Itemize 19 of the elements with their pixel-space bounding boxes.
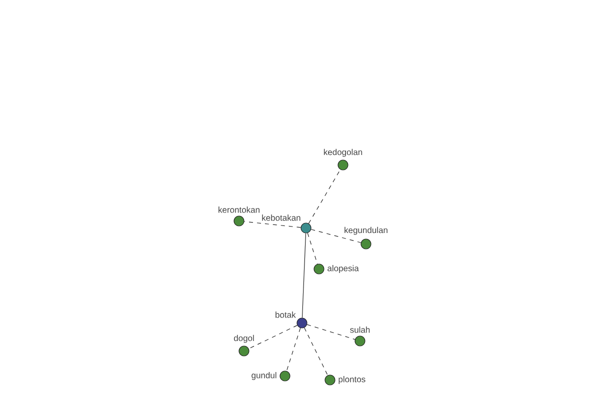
node-label: kegundulan — [344, 226, 388, 235]
connector-line — [307, 232, 318, 264]
connector-line — [310, 229, 362, 243]
node-label: kebotakan — [262, 214, 300, 221]
node-label: alopesia — [328, 265, 359, 273]
connector-line — [248, 325, 298, 349]
connector-line — [304, 327, 328, 376]
connector-line — [286, 328, 301, 372]
node-label: dogol — [234, 334, 254, 343]
connector-line — [308, 169, 341, 224]
node-label: gundul — [252, 372, 276, 380]
node-label: plontos — [338, 376, 366, 384]
node-label: sulah — [350, 326, 370, 333]
connector-line — [244, 221, 302, 228]
node-label: botak — [276, 312, 296, 318]
connector-line — [306, 324, 356, 340]
connector-line — [302, 233, 306, 318]
node-label: kedogolan — [324, 148, 362, 157]
node-label: kerontokan — [218, 206, 260, 213]
